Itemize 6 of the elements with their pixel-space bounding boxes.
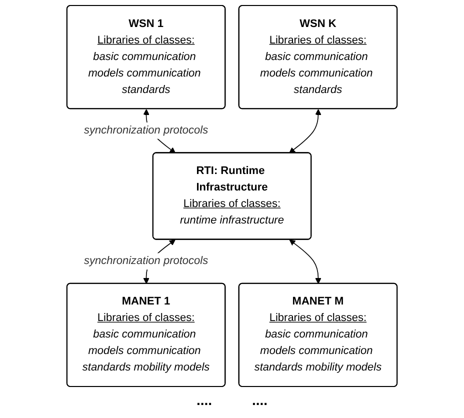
edge-label: synchronization protocols <box>84 255 208 267</box>
ellipsis-mark: .... <box>196 392 212 408</box>
arrow <box>289 109 322 154</box>
ellipsis-mark: .... <box>252 392 268 408</box>
arrow <box>289 240 322 284</box>
edge-label: synchronization protocols <box>84 124 208 136</box>
